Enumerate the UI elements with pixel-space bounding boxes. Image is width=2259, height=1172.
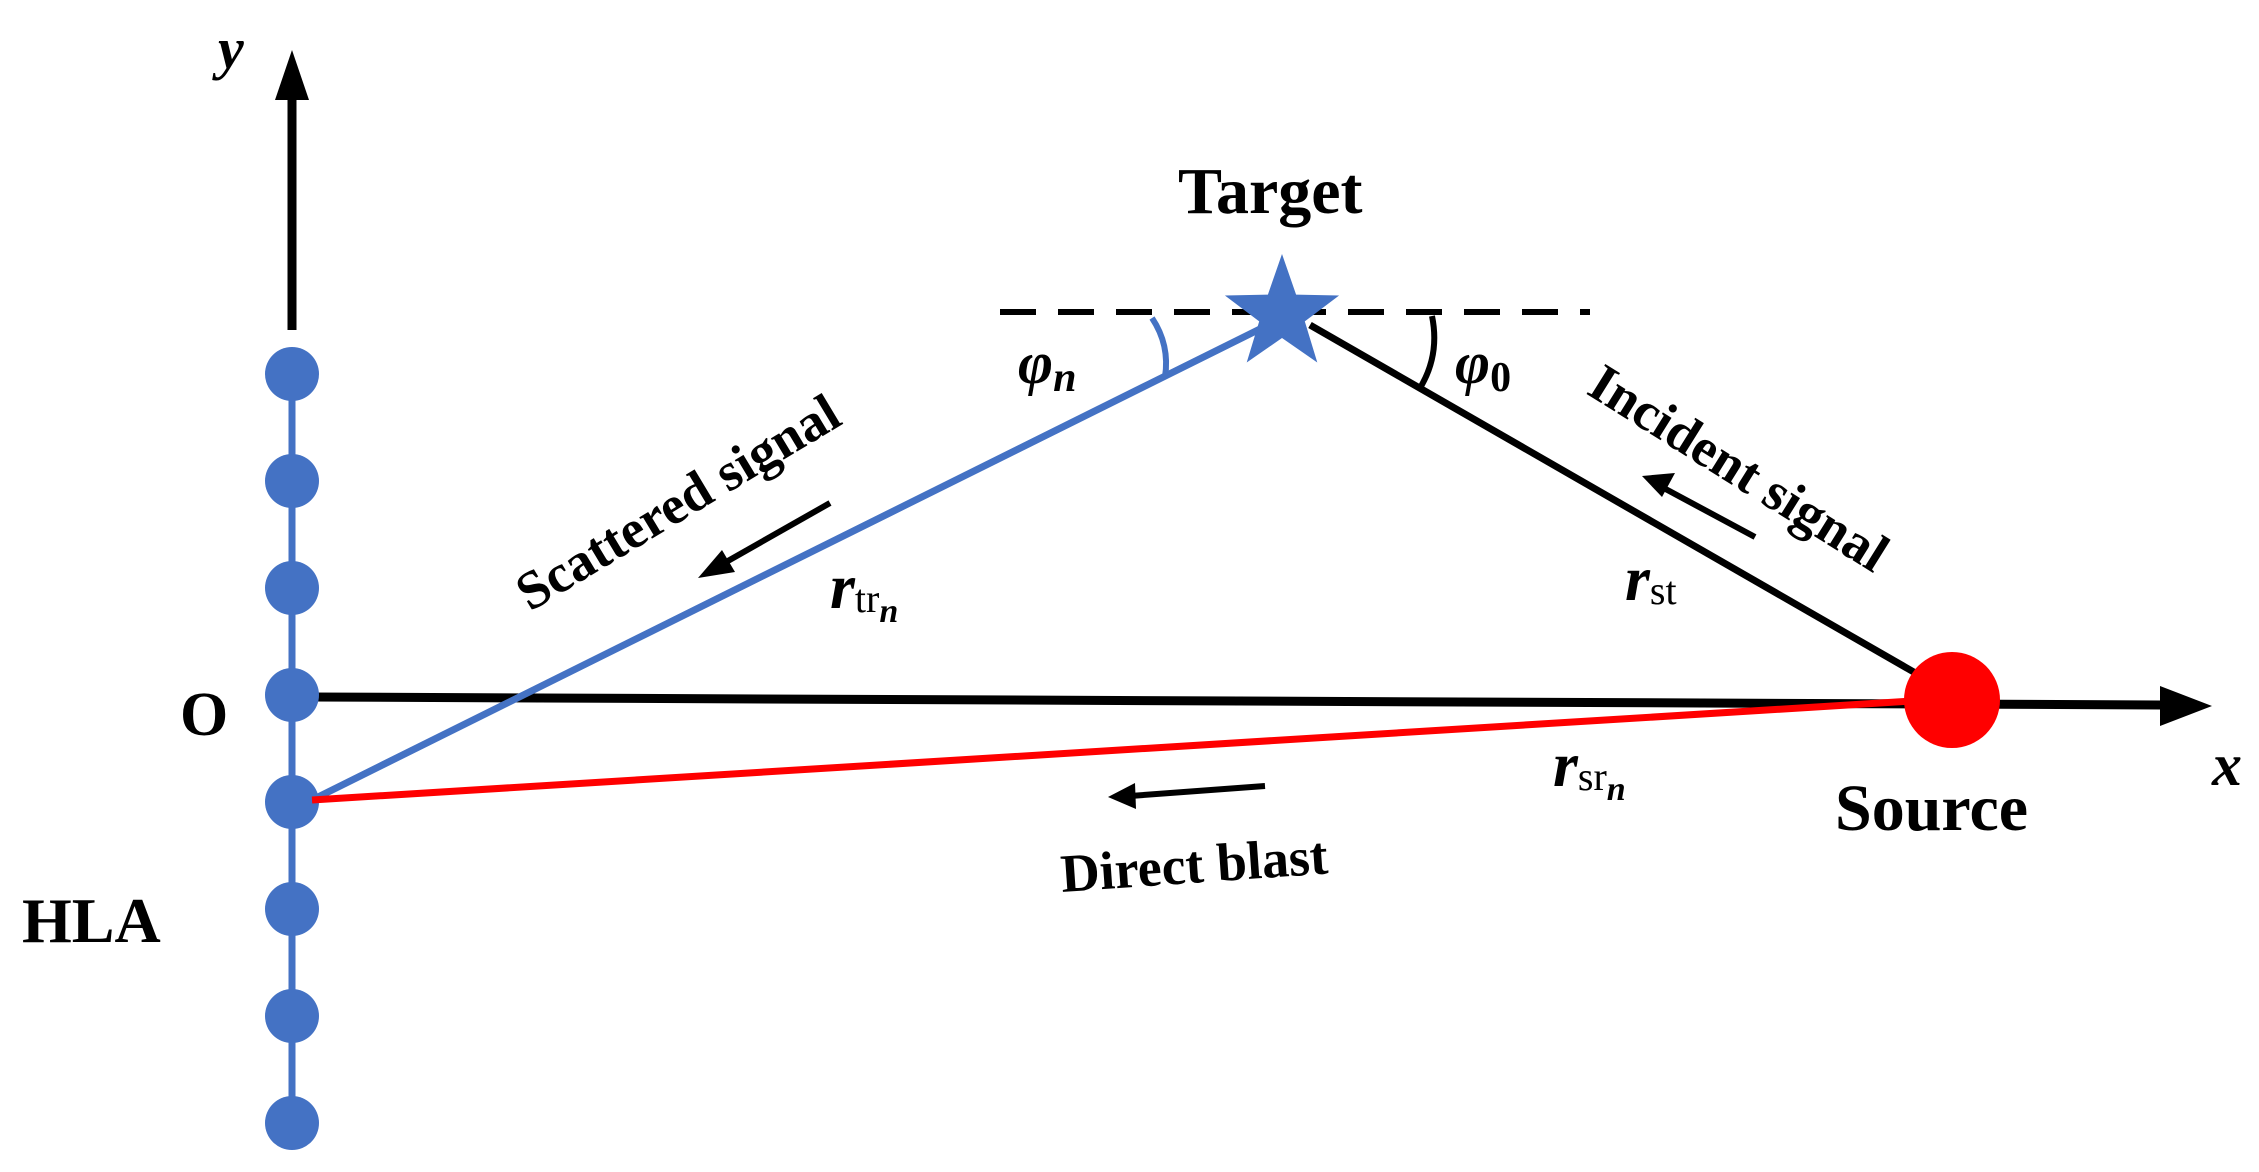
direct-blast-line	[311, 695, 1946, 804]
hla-element	[265, 454, 319, 508]
direct-arrowhead	[1108, 783, 1136, 809]
y-axis-label: y	[212, 16, 244, 81]
origin-label: O	[180, 681, 228, 749]
target-label: Target	[1178, 155, 1363, 228]
hla-element	[265, 561, 319, 615]
x-axis-arrowhead	[2160, 686, 2212, 726]
scattered-signal-label: Scattered signal	[505, 382, 850, 622]
scattered-path-line	[310, 316, 1280, 804]
scattered-direction-arrow	[710, 500, 832, 573]
hla-element	[265, 1096, 319, 1150]
phi-0-arc	[1417, 315, 1438, 390]
target-star-icon	[1224, 254, 1340, 363]
phi-n-arc	[1149, 316, 1170, 378]
phi-0-label: φ0	[1455, 330, 1511, 401]
direct-blast-label: Direct blast	[1059, 825, 1330, 904]
phi-n-label: φn	[1018, 330, 1076, 401]
scattered-arrowhead	[698, 550, 735, 578]
r-srn-label: rsrn	[1553, 729, 1626, 808]
r-st-label: rst	[1625, 543, 1677, 614]
hla-label: HLA	[22, 885, 161, 956]
source-label: Source	[1835, 772, 2028, 845]
hla-element	[265, 668, 319, 722]
incident-direction-arrow	[1658, 483, 1757, 540]
incident-path-line	[1308, 321, 1947, 694]
hla-elements	[265, 347, 319, 1150]
hla-element	[265, 882, 319, 936]
source-circle	[1904, 652, 2000, 748]
hla-element	[265, 775, 319, 829]
x-axis-label: x	[2211, 732, 2242, 798]
incident-arrowhead	[1642, 473, 1675, 497]
hla-element	[265, 989, 319, 1043]
y-axis-arrowhead	[275, 50, 309, 100]
hla-element	[265, 347, 319, 401]
r-trn-label: rtrn	[830, 551, 898, 630]
direct-direction-arrow	[1129, 783, 1266, 799]
